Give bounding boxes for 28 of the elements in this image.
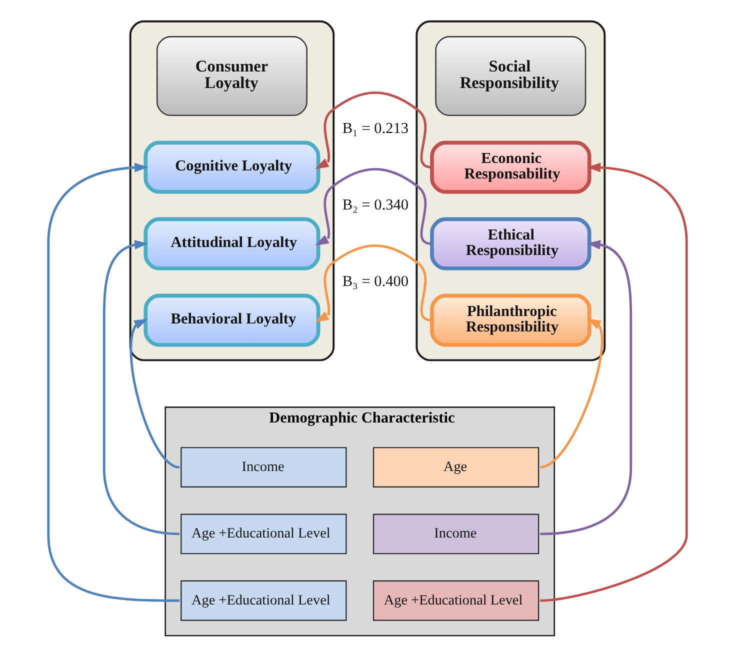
node-box: Ethical Responsibility bbox=[430, 217, 591, 270]
node-box: Consumer Loyalty bbox=[156, 36, 307, 116]
node-box: Age bbox=[372, 447, 539, 488]
arrow bbox=[314, 244, 432, 322]
node-box: Age +Educational Level bbox=[180, 514, 346, 554]
arrow bbox=[540, 240, 632, 536]
node-box: Income bbox=[180, 447, 346, 488]
cluster bbox=[128, 20, 334, 362]
edge-label: B₃ = 0.400 bbox=[342, 273, 408, 290]
node-box: Age +Educational Level bbox=[180, 580, 346, 621]
node-box: Behavioral Loyalty bbox=[143, 294, 320, 347]
arrow bbox=[539, 318, 603, 468]
arrow bbox=[540, 162, 688, 602]
node-box: Philanthropic Responsibility bbox=[430, 294, 591, 347]
node-box: Social Responsibility bbox=[434, 36, 586, 116]
node-box: Econonic Responsability bbox=[430, 140, 591, 194]
edge-label: B₁ = 0.213 bbox=[342, 120, 408, 138]
arrow bbox=[129, 318, 180, 468]
cluster bbox=[415, 20, 606, 362]
arrow bbox=[102, 240, 180, 536]
node-box: Income bbox=[372, 514, 539, 554]
arrow bbox=[314, 91, 432, 169]
node-box: Attitudinal Loyalty bbox=[143, 217, 320, 270]
arrow bbox=[46, 162, 180, 602]
edge-label: B₂ = 0.340 bbox=[342, 196, 408, 214]
node-box: Cognitive Loyalty bbox=[143, 140, 320, 194]
arrow bbox=[314, 168, 432, 246]
node-box: Age +Educational Level bbox=[372, 580, 539, 621]
